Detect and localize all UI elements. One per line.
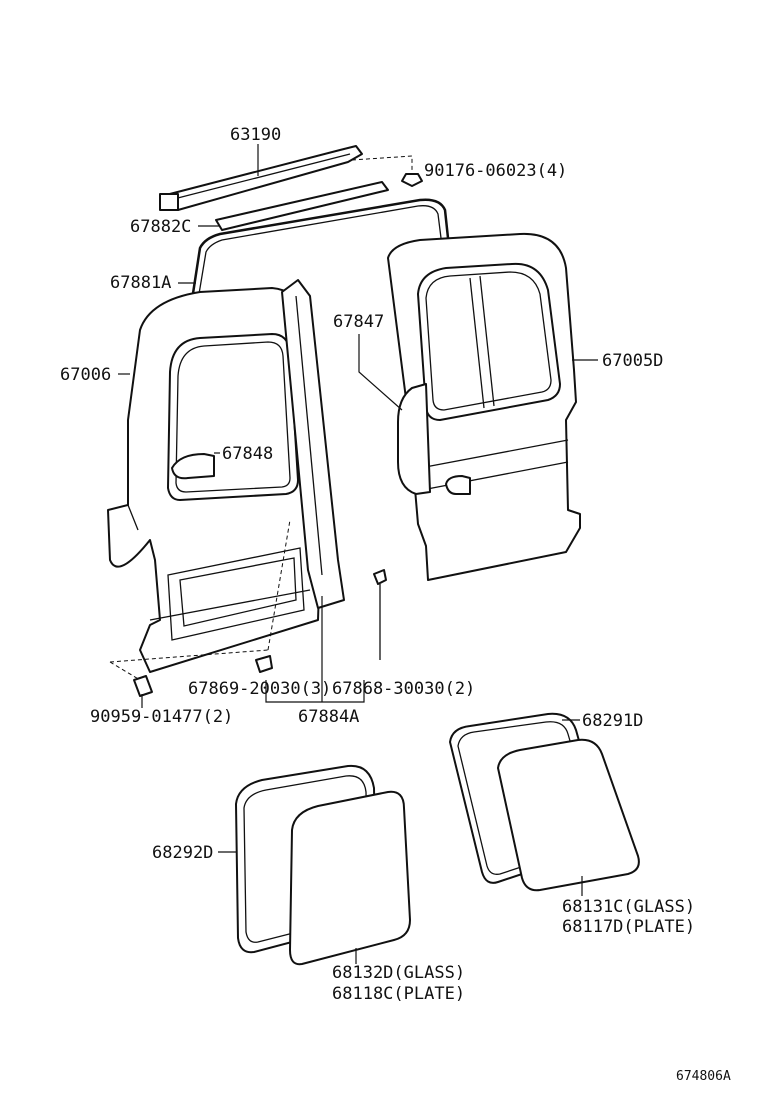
center-pillar-trim [281, 279, 345, 609]
right-door-67005d [387, 232, 581, 581]
weatherstrip-67882c [215, 181, 389, 231]
left-glass-68132d [289, 790, 411, 966]
label-67881a: 67881A [110, 273, 171, 293]
illustration-code: 674806A [676, 1069, 731, 1084]
bolt-90176 [351, 155, 423, 187]
label-68132d: 68132D(GLASS) [332, 963, 465, 983]
label-63190: 63190 [230, 125, 281, 145]
label-68118c: 68118C(PLATE) [332, 984, 465, 1004]
label-67847: 67847 [333, 312, 384, 332]
screw-67869 [109, 519, 291, 673]
label-67005d: 67005D [602, 351, 663, 371]
label-67006: 67006 [60, 365, 111, 385]
label-90959: 90959-01477(2) [90, 707, 233, 727]
label-90176: 90176-06023(4) [424, 161, 567, 181]
label-67882c: 67882C [130, 217, 191, 237]
label-67884a: 67884A [298, 707, 359, 727]
label-68131c: 68131C(GLASS) [562, 897, 695, 917]
opening-weatherstrip-67881a [190, 198, 450, 301]
right-glass-68131c [497, 738, 640, 892]
roof-rail-63190 [159, 145, 363, 211]
check-arm-67848 [171, 453, 215, 480]
clip-90959 [109, 661, 153, 697]
screw-67868 [373, 569, 387, 660]
leader-lines [118, 144, 598, 964]
label-67848: 67848 [222, 444, 273, 464]
label-68291d: 68291D [582, 711, 643, 731]
label-67868: 67868-30030(2) [332, 679, 475, 699]
label-68292d: 68292D [152, 843, 213, 863]
label-68117d: 68117D(PLATE) [562, 917, 695, 937]
weatherstrip-67847 [397, 383, 431, 495]
label-67869: 67869-20030(3) [188, 679, 331, 699]
